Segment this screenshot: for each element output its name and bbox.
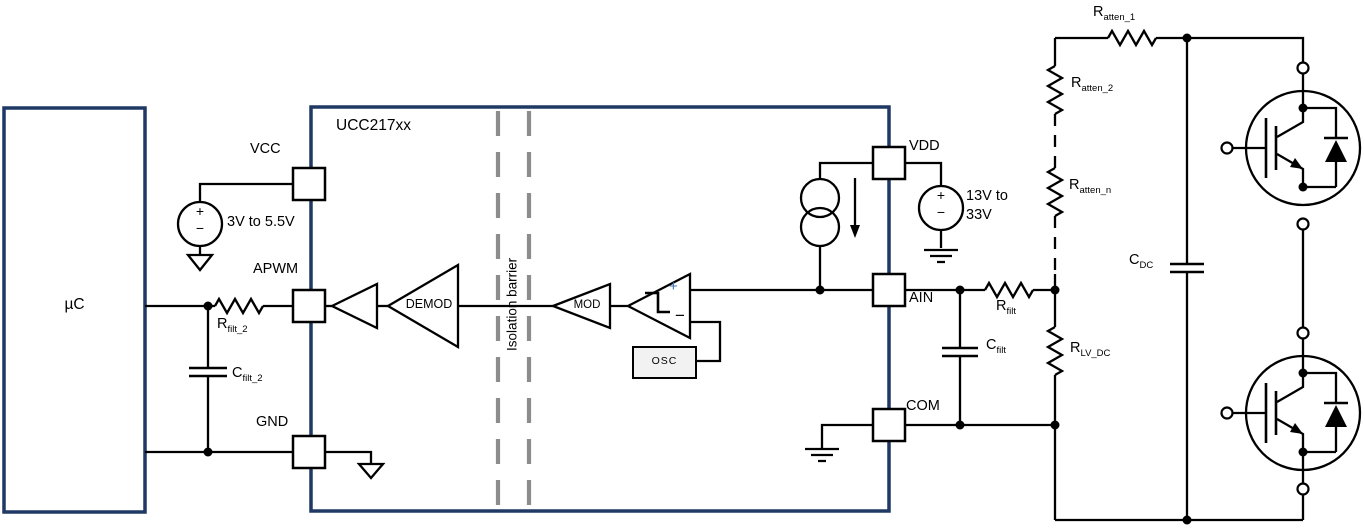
vdd-source-wire: [903, 161, 943, 186]
resistor-r-lv-dc: [1045, 326, 1065, 376]
top-rail-wire: [1055, 36, 1305, 62]
label-r-atten-1: Ratten_1: [1093, 4, 1136, 23]
vcc-ground-symbol: [185, 246, 215, 272]
uc-block-outline: [2, 106, 147, 514]
pins: [291, 145, 907, 470]
vcc-source-minus: −: [195, 220, 205, 236]
label-r-filt: Rfilt: [996, 298, 1016, 317]
junction-dots: [203, 33, 1308, 525]
pin-apwm: [291, 288, 327, 324]
igbt-top-emitter-terminal: [1296, 217, 1310, 231]
pin-vdd: [871, 145, 907, 181]
demod-label: DEMOD: [405, 297, 453, 311]
com-ground-wire: [820, 423, 873, 448]
igbt-top-collector: [1276, 108, 1305, 138]
resistor-r-atten-2: [1045, 65, 1065, 115]
pin-label-com: COM: [906, 398, 940, 414]
gnd-ground-symbol: [356, 462, 386, 480]
demod-triangle: [385, 262, 460, 350]
current-arrowhead: [850, 225, 860, 238]
igbt-bottom-emitter-terminal: [1296, 482, 1310, 496]
capacitors: [189, 262, 1204, 378]
label-r-atten-n: Ratten_n: [1069, 177, 1112, 196]
resistor-r-atten-1: [1107, 28, 1157, 48]
igbt-top-diode-wires: [1303, 106, 1338, 189]
gnd-ground-wire: [325, 450, 373, 464]
pin-label-apwm: APWM: [253, 261, 299, 277]
chip-title: UCC217xx: [336, 117, 411, 134]
buffer-triangle: [329, 282, 379, 330]
resistor-r-filt-2: [214, 296, 264, 316]
label-r-filt-2: Rfilt_2: [217, 316, 248, 335]
capacitor-c-filt-2: [189, 366, 227, 378]
signal-chain: [329, 262, 692, 350]
igbt-bottom-diode-wires: [1303, 371, 1338, 454]
igbt-bottom-emitter: [1276, 418, 1305, 452]
comparator-minus-label: −: [675, 306, 685, 325]
pin-vcc: [291, 166, 327, 202]
pin-label-gnd: GND: [256, 414, 289, 430]
igbt-bottom: [1233, 354, 1362, 472]
pin-gnd: [291, 434, 327, 470]
pin-label-vcc: VCC: [250, 141, 281, 157]
pin-ain: [871, 272, 907, 308]
igbt-bottom-collector-terminal: [1296, 326, 1310, 340]
label-r-lv-dc: RLV_DC: [1070, 340, 1111, 359]
resistor-r-atten-n: [1045, 167, 1065, 217]
uc-block-label: µC: [64, 296, 85, 313]
comparator-plus-label: +: [669, 278, 678, 295]
vdd-source-range-line2: 33V: [966, 207, 992, 223]
osc-label: OSC: [651, 355, 678, 367]
igbt-top-diode-anode: [1325, 140, 1347, 162]
label-c-filt-2: Cfilt_2: [232, 365, 263, 384]
label-r-atten-2: Ratten_2: [1071, 75, 1114, 94]
capacitor-c-dc: [1170, 262, 1204, 274]
vdd-earth-ground-symbol: [924, 248, 958, 264]
igbt-top-gate-terminal: [1220, 141, 1234, 155]
label-c-dc: CDC: [1129, 252, 1154, 271]
comparator-minus-input-wire: [690, 320, 722, 363]
terminal-circles: [1220, 61, 1310, 496]
igbt-top-emitter-arrow: [1290, 158, 1303, 169]
resistor-r-filt: [984, 280, 1034, 300]
igbt-top-collector-terminal: [1296, 61, 1310, 75]
igbt-top-emitter: [1276, 153, 1305, 187]
vdd-source-range-line1: 13V to: [966, 188, 1008, 204]
pin-label-vdd: VDD: [909, 138, 940, 154]
capacitor-c-filt: [942, 346, 978, 358]
vcc-source-range: 3V to 5.5V: [227, 214, 295, 230]
vdd-voltage-source: [917, 184, 965, 232]
mod-label: MOD: [573, 299, 601, 311]
pin-com: [871, 407, 907, 443]
current-source-symbol: [799, 177, 860, 248]
label-c-filt: Cfilt: [986, 337, 1006, 356]
vdd-source-plus: +: [936, 187, 946, 203]
hysteresis-icon: [645, 291, 670, 314]
pin-label-ain: AIN: [909, 290, 934, 306]
osc-box: [632, 346, 697, 379]
current-source-top-wire: [818, 161, 873, 179]
mod-triangle: [549, 282, 612, 330]
vdd-source-minus: −: [936, 204, 946, 220]
isolation-barrier-lines: [495, 111, 532, 507]
igbt-bottom-gate-terminal: [1220, 406, 1234, 420]
vcc-wire: [198, 182, 293, 202]
isolation-barrier-label: Isolation barrier: [504, 257, 520, 351]
vcc-source-plus: +: [195, 203, 205, 219]
resistors: [214, 28, 1157, 376]
igbt-bottom-diode-anode: [1325, 405, 1347, 427]
igbt-bottom-collector: [1276, 373, 1305, 403]
igbt-bottom-emitter-arrow: [1290, 423, 1303, 434]
igbt-top: [1233, 89, 1362, 207]
com-earth-ground-symbol: [805, 447, 839, 463]
